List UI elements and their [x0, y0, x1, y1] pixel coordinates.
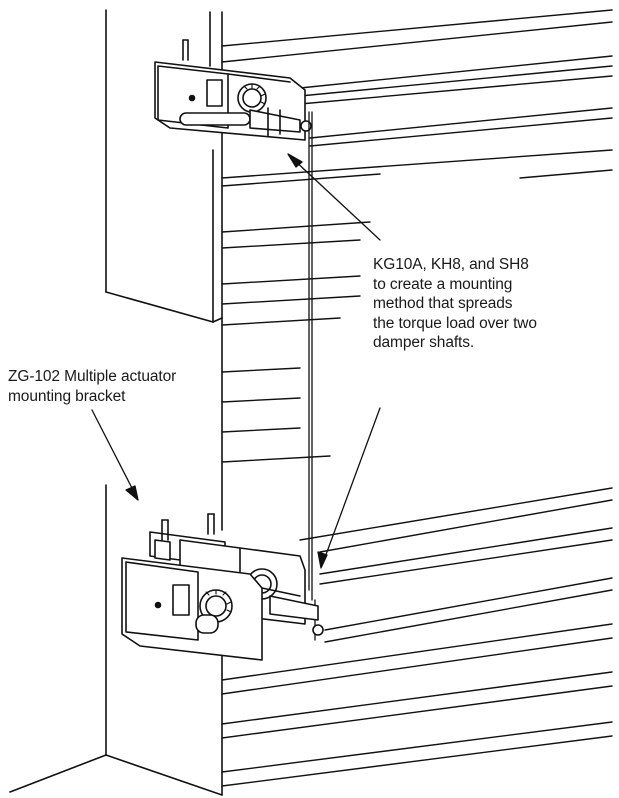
callout-kit-line: damper shafts.: [373, 334, 475, 351]
linkage-rod: [308, 111, 316, 641]
callout-kit-description: KG10A, KH8, and SH8 to create a mounting…: [373, 255, 537, 353]
damper-blades-upper: [221, 9, 613, 463]
callout-kit-line: to create a mounting: [373, 275, 513, 293]
callout-bracket-line: mounting bracket: [8, 387, 126, 405]
callout-kit-line: the torque load over two: [373, 314, 537, 332]
leader-arrow-kit-lower: [317, 407, 381, 569]
lower-actuator-front: [121, 557, 301, 661]
wall-frame: [9, 9, 223, 796]
leader-arrow-kit-upper: [287, 153, 381, 241]
callout-bracket-line: ZG-102 Multiple actuator: [8, 368, 177, 385]
damper-blades-lower: [221, 487, 613, 787]
callout-kit-line: KG10A, KH8, and SH8: [373, 256, 529, 273]
callout-kit-line: method that spreads: [373, 295, 513, 312]
leader-arrow-bracket: [91, 409, 139, 501]
callout-bracket-label: ZG-102 Multiple actuator mounting bracke…: [8, 367, 176, 406]
top-actuator: [154, 39, 312, 141]
